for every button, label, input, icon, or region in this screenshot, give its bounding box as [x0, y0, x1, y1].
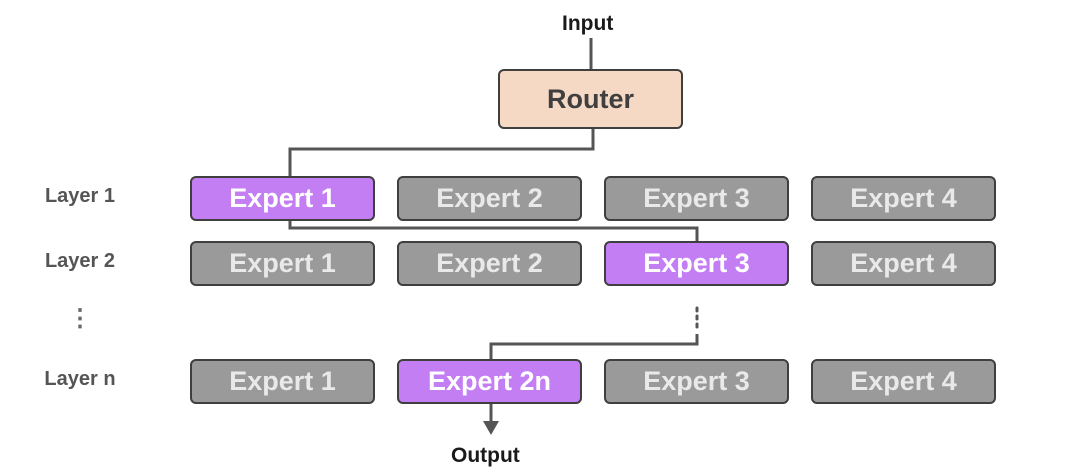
layer-label-2: Layer 2: [44, 250, 116, 272]
expert-box: Expert 4: [811, 241, 996, 286]
expert-box: Expert 3: [604, 359, 789, 404]
expert-box: Expert 1: [190, 359, 375, 404]
layer1-to-layer2-connector: [288, 221, 699, 242]
expert-box: Expert 2: [397, 176, 582, 221]
expert-box: Expert 2: [397, 241, 582, 286]
expert-box-active: Expert 1: [190, 176, 375, 221]
expert-box: Expert 4: [811, 359, 996, 404]
output-label: Output: [451, 444, 520, 467]
layer-label-n: Layer n: [44, 368, 116, 390]
expert-box: Expert 1: [190, 241, 375, 286]
input-label: Input: [562, 12, 614, 35]
expert-box-active: Expert 3: [604, 241, 789, 286]
expert-box: Expert 3: [604, 176, 789, 221]
expert-box: Expert 4: [811, 176, 996, 221]
router-to-layer1-connector: [288, 129, 595, 177]
output-arrowhead: [483, 421, 499, 435]
expert-box-active: Expert 2n: [397, 359, 582, 404]
layer-ellipsis: ⋮: [68, 305, 92, 332]
layer-label-1: Layer 1: [44, 185, 116, 207]
router-box: Router: [498, 69, 683, 129]
dots-to-layern-connector: [489, 334, 699, 360]
